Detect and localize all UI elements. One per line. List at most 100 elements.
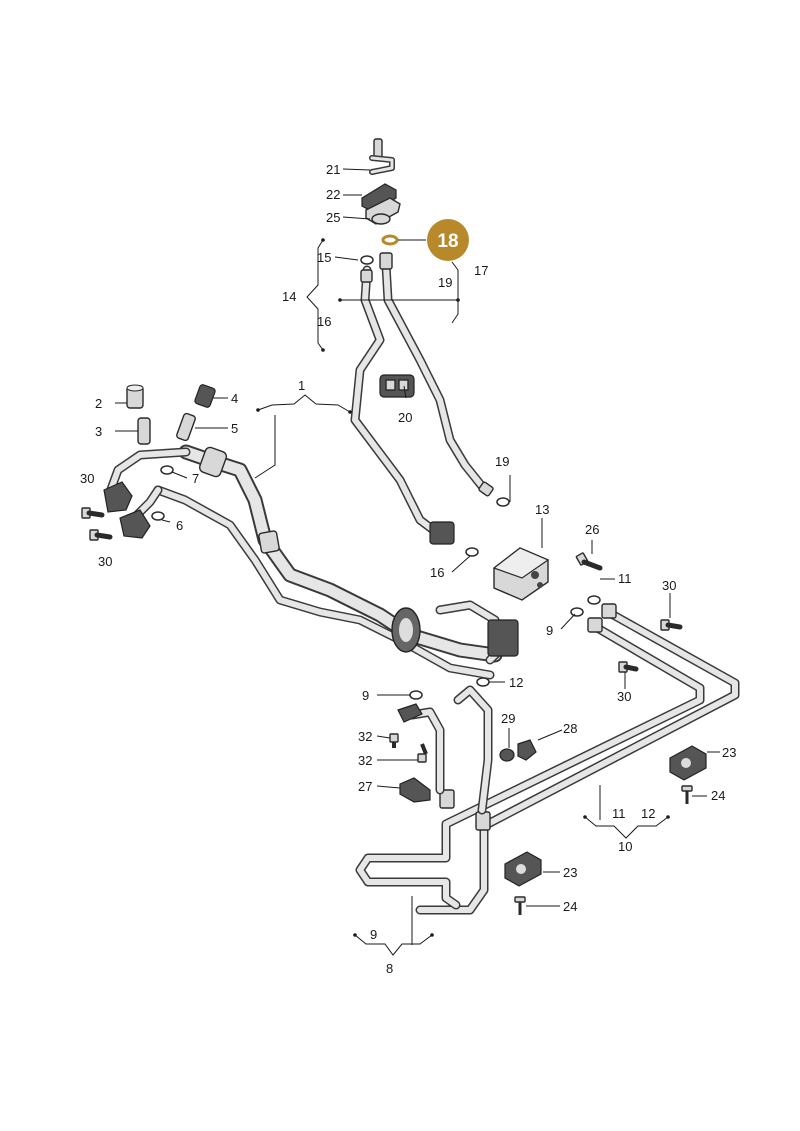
bracket-30-left-top	[103, 481, 133, 513]
label-10: 10	[618, 839, 632, 854]
label-25: 25	[326, 210, 340, 225]
label-24-bottom: 24	[563, 899, 577, 914]
nut-25	[371, 213, 391, 225]
seal-ring-9-center	[409, 690, 423, 700]
label-8: 8	[386, 961, 393, 976]
label-21: 21	[326, 162, 340, 177]
screw-24-right	[681, 785, 693, 804]
seal-ring-9-right	[570, 607, 584, 617]
highlight-circle[interactable]	[427, 219, 469, 261]
highlight-label[interactable]: 18	[437, 231, 458, 252]
label-9-bottom: 9	[370, 927, 377, 942]
label-22: 22	[326, 187, 340, 202]
highlight-badge-18[interactable]: 18	[427, 219, 469, 261]
valve-3	[137, 417, 151, 445]
seal-ring-11	[587, 595, 601, 605]
clip-20	[379, 374, 415, 398]
label-11-top: 11	[618, 571, 632, 586]
bolt-30-right-bottom	[618, 661, 639, 673]
seal-ring-12	[476, 677, 490, 687]
label-4: 4	[231, 391, 238, 406]
callout-labels: 21 22 25 15 14 16 19 17 20 1 2 3 4 5 7 6…	[80, 162, 736, 976]
label-5: 5	[231, 421, 238, 436]
label-30-left-top: 30	[80, 471, 94, 486]
valve-5	[176, 412, 196, 442]
sleeve-12	[475, 811, 491, 831]
label-9-right: 9	[546, 623, 553, 638]
block-13	[492, 547, 550, 601]
pipe-11	[355, 621, 705, 910]
label-17: 17	[474, 263, 488, 278]
label-12-top: 12	[509, 675, 523, 690]
label-32-lower: 32	[358, 753, 372, 768]
bolt-30-left-top	[81, 507, 105, 519]
bracket-30-left-bottom	[119, 509, 151, 539]
label-7: 7	[192, 471, 199, 486]
bracket-9-center	[397, 703, 423, 723]
cap-2	[126, 384, 144, 409]
muffler-1	[198, 446, 228, 478]
label-24-right: 24	[711, 788, 725, 803]
label-23-right: 23	[722, 745, 736, 760]
clamp-23-bottom	[504, 851, 542, 887]
label-29: 29	[501, 711, 515, 726]
label-16-top: 16	[317, 314, 331, 329]
label-30-left-bottom: 30	[98, 554, 112, 569]
label-6: 6	[176, 518, 183, 533]
seal-ring-6	[151, 511, 165, 521]
label-32-upper: 32	[358, 729, 372, 744]
leader-dots	[256, 238, 670, 937]
bolt-32-upper	[389, 733, 399, 748]
sleeve-11	[439, 789, 455, 809]
label-23-bottom: 23	[563, 865, 577, 880]
fitting-19-bottom	[478, 481, 494, 497]
label-28: 28	[563, 721, 577, 736]
clamp-23-right	[669, 745, 707, 781]
clip-28	[517, 739, 537, 761]
label-19-mid: 19	[495, 454, 509, 469]
pipe-1-secondary	[153, 485, 495, 680]
seal-ring-16	[465, 547, 479, 557]
sleeve-1	[258, 530, 280, 554]
seal-ring-15	[360, 255, 374, 265]
bracket-16-bottom	[429, 521, 455, 545]
pipe-16	[350, 265, 445, 540]
label-19-top: 19	[438, 275, 452, 290]
label-16-mid: 16	[430, 565, 444, 580]
flange-1	[391, 607, 421, 653]
screw-24-bottom	[514, 896, 526, 915]
bolt-26	[575, 552, 603, 571]
leader-lines	[115, 168, 720, 956]
pipe-1	[178, 444, 503, 663]
seal-ring-7	[160, 465, 174, 475]
label-1: 1	[298, 378, 305, 393]
fitting-12-top	[601, 603, 617, 619]
label-30-right-top: 30	[662, 578, 676, 593]
fitting-16-top	[360, 269, 373, 283]
label-11-bottom: 11	[612, 806, 626, 821]
label-27: 27	[358, 779, 372, 794]
label-30-right-bottom: 30	[617, 689, 631, 704]
screw-21	[369, 138, 395, 175]
label-9-center: 9	[362, 688, 369, 703]
label-13: 13	[535, 502, 549, 517]
label-12-bottom: 12	[641, 806, 655, 821]
fitting-19-top	[379, 252, 393, 270]
label-2: 2	[95, 396, 102, 411]
seal-ring-19	[496, 497, 510, 507]
clamp-22	[361, 183, 397, 213]
seal-ring-18	[381, 234, 399, 246]
bolt-32-lower	[417, 743, 428, 763]
label-20: 20	[398, 410, 412, 425]
label-3: 3	[95, 424, 102, 439]
label-15: 15	[317, 250, 331, 265]
cap-4	[194, 384, 216, 408]
pipe-1-upper-left	[105, 447, 191, 525]
fitting-11-top	[587, 617, 603, 633]
bolt-30-left-bottom	[89, 529, 113, 541]
label-14: 14	[282, 289, 296, 304]
label-26: 26	[585, 522, 599, 537]
clip-27	[399, 777, 431, 803]
